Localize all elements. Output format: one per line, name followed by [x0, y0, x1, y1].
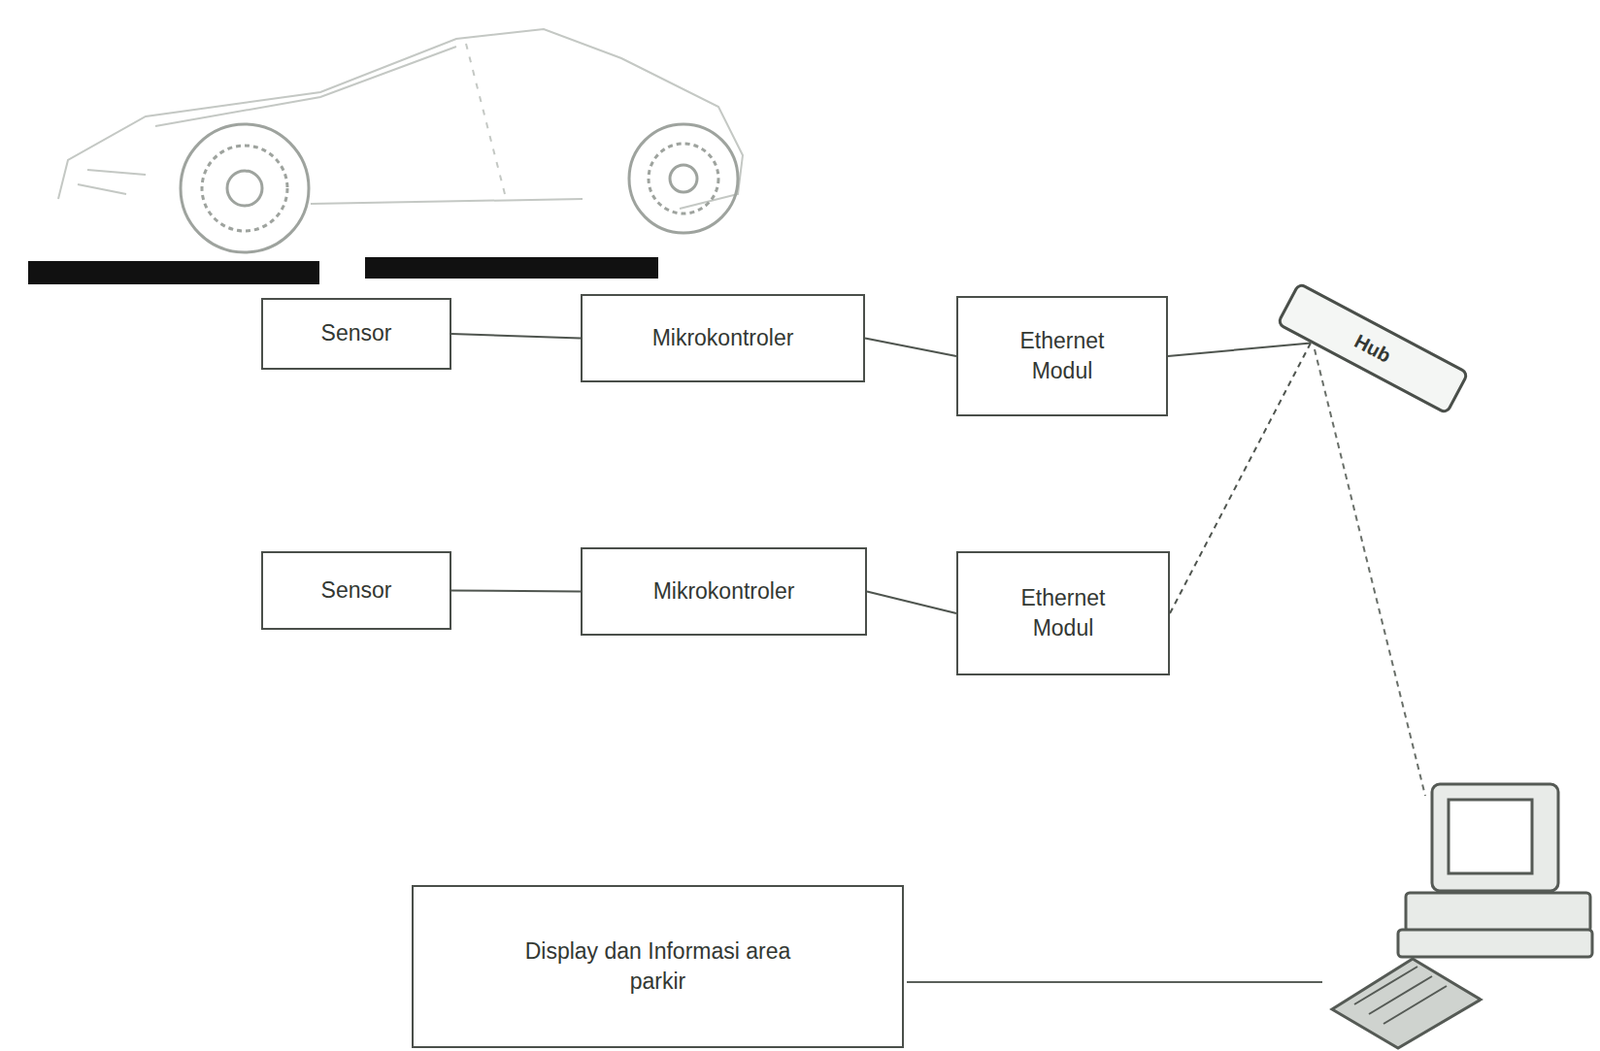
node-label: Sensor — [321, 318, 393, 349]
node-label: Display dan Informasi area parkir — [512, 936, 804, 998]
network-wire — [1314, 349, 1426, 797]
node-label: Mikrokontroler — [653, 576, 796, 607]
car-wheel — [180, 124, 738, 253]
microcontroller-box: Mikrokontroler — [580, 547, 867, 636]
node-label: Hub — [1349, 328, 1396, 369]
display-wire — [906, 981, 1323, 984]
computer-icon — [1332, 784, 1593, 1049]
node-label: Ethernet Modul — [1009, 583, 1117, 644]
node-label: Sensor — [321, 575, 393, 606]
connector-line — [866, 592, 957, 615]
connector-line — [451, 591, 581, 593]
ethernet-module-box: Ethernet Modul — [956, 551, 1170, 676]
node-label: Ethernet Modul — [1008, 326, 1116, 387]
car-illustration — [58, 29, 743, 209]
connector-line — [1167, 342, 1311, 357]
connector-line — [451, 333, 581, 339]
connector-line — [865, 338, 957, 358]
hub-device: Hub — [1275, 281, 1470, 416]
connector-line — [1169, 342, 1311, 614]
ethernet-module-box: Ethernet Modul — [956, 296, 1168, 417]
display-box: Display dan Informasi area parkir — [411, 885, 904, 1049]
node-label: Mikrokontroler — [652, 323, 795, 354]
sensor-box: Sensor — [261, 298, 452, 370]
sensor-bar — [28, 261, 320, 285]
sensor-box: Sensor — [261, 551, 452, 631]
sensor-bar — [365, 257, 659, 279]
microcontroller-box: Mikrokontroler — [580, 294, 866, 383]
